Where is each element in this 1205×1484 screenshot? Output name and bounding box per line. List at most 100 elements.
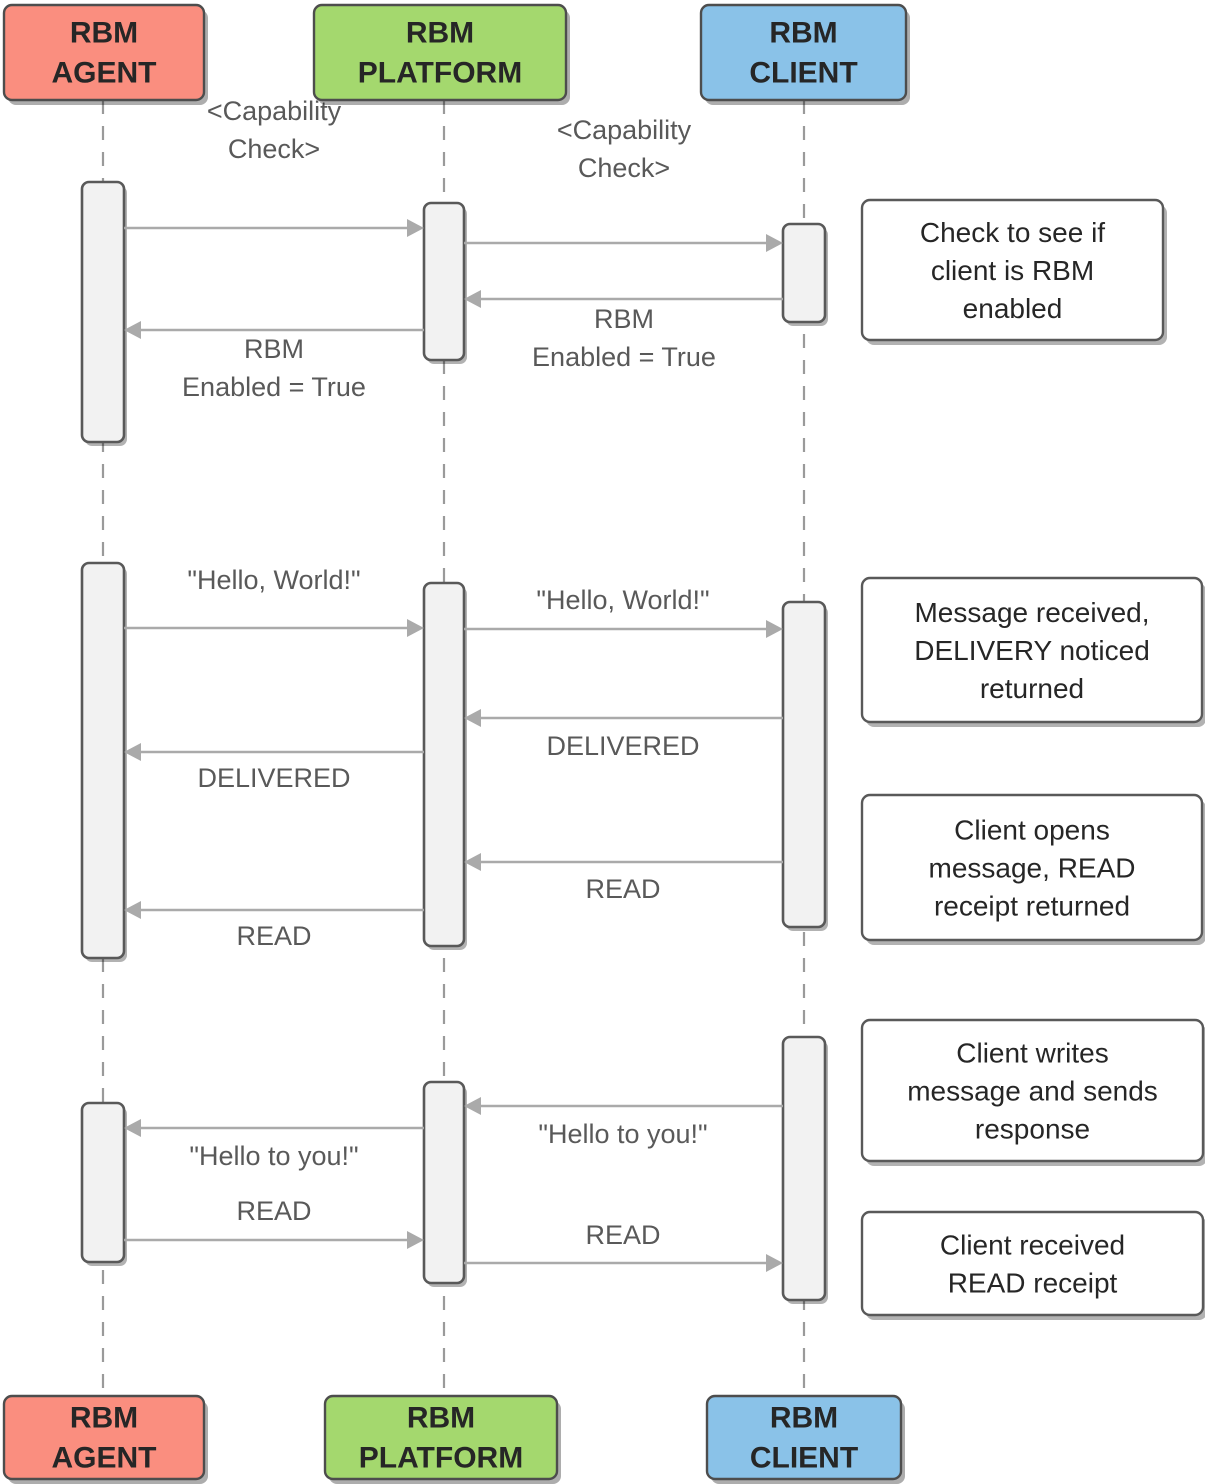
message-m10: READ	[124, 901, 424, 951]
message-label: RBM	[244, 334, 304, 364]
activation-bar	[422, 1080, 466, 1285]
message-label: <Capability	[207, 96, 342, 126]
message-m12: "Hello to you!"	[124, 1119, 424, 1171]
activation-bar	[80, 561, 126, 960]
messages-layer: <CapabilityCheck><CapabilityCheck>RBMEna…	[124, 96, 783, 1272]
note-rect	[860, 576, 1204, 724]
note-text-line: Client writes	[956, 1038, 1108, 1069]
note-text-line: Client received	[940, 1230, 1125, 1261]
message-label: RBM	[594, 304, 654, 334]
message-label: <Capability	[557, 115, 692, 145]
note-box: Message received, DELIVERY noticed returne…	[860, 576, 1205, 727]
message-arrowhead	[407, 1231, 424, 1249]
activation-client-hello	[781, 600, 828, 931]
actor-label-line2: AGENT	[52, 1442, 157, 1475]
message-m13: READ	[124, 1196, 424, 1249]
actor-label-line2: PLATFORM	[359, 1442, 523, 1475]
message-m4: RBM Enabled = True	[124, 321, 424, 402]
actor-box-rect[interactable]	[2, 1394, 206, 1481]
message-arrowhead	[407, 619, 424, 637]
message-arrowhead	[124, 1119, 141, 1137]
note-text-line: response	[975, 1114, 1090, 1145]
activation-client-response	[781, 1035, 828, 1304]
message-m11: "Hello to you!"	[464, 1097, 783, 1149]
actor-box-rect[interactable]	[2, 3, 206, 102]
message-arrowhead	[464, 853, 481, 871]
activation-bar	[781, 222, 827, 324]
activation-bar	[80, 1101, 126, 1264]
actor-box-rect[interactable]	[312, 3, 568, 102]
activation-agent-response	[80, 1101, 127, 1266]
message-m7: DELIVERED	[464, 709, 783, 761]
message-arrowhead	[766, 234, 783, 252]
message-arrowhead	[766, 620, 783, 638]
note-text-line: receipt returned	[934, 891, 1130, 922]
note-text-line: returned	[980, 673, 1084, 704]
actor-boxes-layer: RBMAGENTRBMAGENTRBMPLATFORMRBMPLATFORMRB…	[2, 3, 910, 1484]
message-label: Check>	[228, 134, 320, 164]
note-box: Client writes message and sends response	[860, 1018, 1205, 1166]
activation-bar	[781, 600, 827, 929]
notes-layer: Check to see if client is RBM enabledMessa…	[860, 198, 1205, 1320]
message-arrowhead	[464, 1097, 481, 1115]
message-label: Check>	[578, 153, 670, 183]
actor-label-line1: RBM	[770, 1402, 838, 1435]
message-arrowhead	[124, 321, 141, 339]
actor-box-agent-bottom[interactable]: RBM AGENT	[2, 1394, 208, 1484]
message-label: READ	[236, 921, 311, 951]
message-label: "Hello, World!"	[187, 565, 360, 595]
note-text-line: message, READ	[929, 853, 1136, 884]
note-text-line: READ receipt	[948, 1268, 1118, 1299]
actor-box-client-top[interactable]: RBM CLIENT	[699, 3, 910, 105]
message-label: "Hello, World!"	[536, 585, 709, 615]
activation-bar	[80, 180, 126, 444]
activation-agent-capability	[80, 180, 127, 446]
note-rect	[860, 793, 1204, 942]
note-rect	[860, 1018, 1205, 1163]
message-label: READ	[585, 874, 660, 904]
note-text-line: Check to see if	[920, 217, 1105, 248]
note-text-line: DELIVERY noticed	[914, 635, 1150, 666]
note-text-line: message and sends	[907, 1076, 1158, 1107]
actor-label-line2: CLIENT	[749, 57, 857, 90]
actor-box-rect[interactable]	[705, 1394, 903, 1481]
message-arrowhead	[124, 743, 141, 761]
activation-client-capability	[781, 222, 828, 326]
actor-label-line1: RBM	[769, 17, 837, 50]
actor-label-line2: CLIENT	[750, 1442, 858, 1475]
note-text-line: client is RBM	[931, 255, 1094, 286]
message-label: READ	[585, 1220, 660, 1250]
actor-box-rect[interactable]	[323, 1394, 559, 1481]
activation-bar	[781, 1035, 827, 1302]
message-arrowhead	[464, 290, 481, 308]
actor-box-rect[interactable]	[699, 3, 908, 102]
message-m6: "Hello, World!"	[464, 585, 783, 638]
message-arrowhead	[464, 709, 481, 727]
activation-platform-capability	[422, 201, 467, 364]
message-m14: READ	[464, 1220, 783, 1272]
note-text-line: Message received,	[914, 597, 1149, 628]
message-label: DELIVERED	[197, 763, 350, 793]
message-m9: READ	[464, 853, 783, 904]
message-arrowhead	[407, 219, 424, 237]
note-text-line: Client opens	[954, 815, 1110, 846]
message-arrowhead	[124, 901, 141, 919]
message-m8: DELIVERED	[124, 743, 424, 793]
message-label: Enabled = True	[182, 372, 366, 402]
message-m5: "Hello, World!"	[124, 565, 424, 637]
activation-bar	[422, 201, 466, 362]
note-box: Client opens message, READ receipt returne…	[860, 793, 1205, 945]
actor-box-client-bottom[interactable]: RBM CLIENT	[705, 1394, 905, 1484]
message-label: READ	[236, 1196, 311, 1226]
activation-platform-hello	[422, 581, 467, 950]
actor-label-line1: RBM	[70, 1402, 138, 1435]
note-text-line: enabled	[963, 293, 1063, 324]
